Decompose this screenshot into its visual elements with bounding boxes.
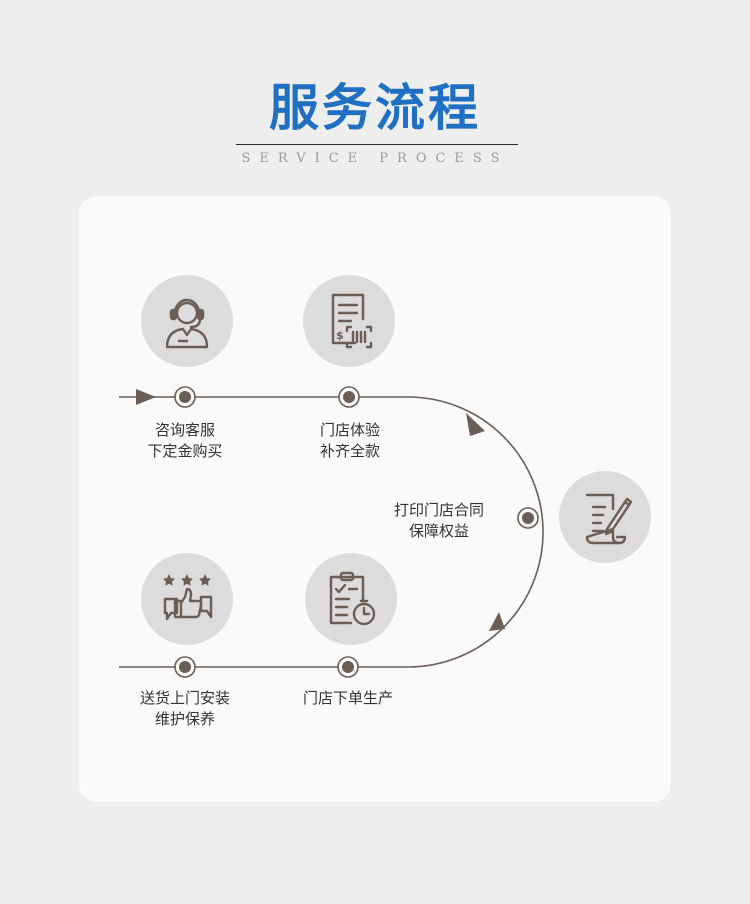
page-title: 服务流程 <box>269 79 481 137</box>
curve-arrow-top <box>466 413 485 436</box>
step-1-label: 咨询客服 下定金购买 <box>135 420 235 462</box>
step-1-line-1: 咨询客服 <box>154 421 215 439</box>
step-1-line-2: 下定金购买 <box>147 442 223 460</box>
step-4-icon-circle <box>305 553 397 645</box>
step-5-icon-circle <box>141 553 233 645</box>
flow-node-5 <box>174 656 196 678</box>
svg-text:$: $ <box>336 329 344 342</box>
step-2-icon-circle: $ <box>303 275 395 367</box>
title-divider <box>236 144 518 145</box>
step-3-label: 打印门店合同 保障权益 <box>381 500 497 542</box>
flow-node-4 <box>337 656 359 678</box>
step-3-line-1: 打印门店合同 <box>393 501 484 519</box>
step-5-label: 送货上门安装 维护保养 <box>125 688 245 730</box>
flow-node-2 <box>338 386 360 408</box>
step-2-line-1: 门店体验 <box>319 421 380 439</box>
step-2-label: 门店体验 补齐全款 <box>300 420 400 462</box>
step-1-icon-circle <box>141 275 233 367</box>
flow-node-1 <box>174 386 196 408</box>
step-2-line-2: 补齐全款 <box>319 442 380 460</box>
headset-agent-icon <box>165 298 209 349</box>
page-subtitle: SERVICE PROCESS <box>241 151 509 166</box>
checklist-timer-icon <box>329 571 376 626</box>
step-5-line-2: 维护保养 <box>154 710 215 728</box>
flow-path <box>119 396 544 668</box>
flow-node-3 <box>517 507 539 529</box>
invoice-barcode-icon: $ <box>331 293 373 349</box>
thumbs-up-stars-icon <box>163 574 213 621</box>
curve-arrow-bottom <box>489 612 505 631</box>
step-3-line-2: 保障权益 <box>408 522 469 540</box>
step-4-label: 门店下单生产 <box>290 688 406 709</box>
contract-pen-icon <box>585 493 633 545</box>
step-3-icon-circle <box>559 471 651 563</box>
step-5-line-1: 送货上门安装 <box>139 689 230 707</box>
start-arrow <box>136 389 156 405</box>
step-4-line-1: 门店下单生产 <box>302 689 393 707</box>
